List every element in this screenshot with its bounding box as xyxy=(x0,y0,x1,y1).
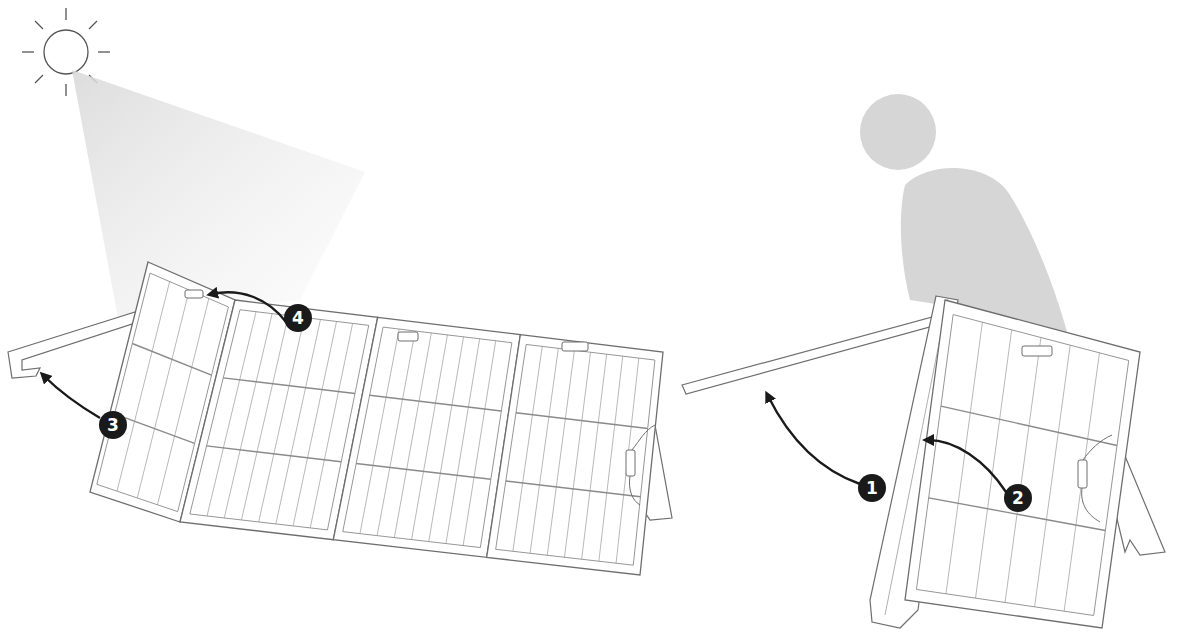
cell-row-gap xyxy=(132,343,211,375)
sun-disc xyxy=(44,30,88,74)
panel-outline xyxy=(905,300,1140,628)
junction-box xyxy=(562,342,588,351)
cell-row-gap xyxy=(506,481,641,497)
cell-area xyxy=(916,315,1128,616)
motion-arrows xyxy=(44,292,1006,492)
cell-line xyxy=(117,282,170,492)
cell-line xyxy=(377,331,415,536)
motion-arrow xyxy=(768,396,860,484)
cell-line xyxy=(293,321,336,525)
cell-line xyxy=(446,339,480,544)
light-beam xyxy=(72,70,365,318)
cell-line xyxy=(137,290,189,498)
junction-boxes xyxy=(185,290,1112,522)
cell-line xyxy=(360,329,399,534)
callout-number: 3 xyxy=(99,411,127,439)
sun-ray xyxy=(35,21,43,29)
sun-ray xyxy=(89,21,97,29)
kickstand xyxy=(8,312,138,378)
cell-row-gap xyxy=(223,378,355,394)
cable xyxy=(1082,435,1112,522)
motion-arrow xyxy=(212,292,286,322)
person-head xyxy=(860,94,936,170)
cell-line xyxy=(1064,353,1099,611)
cell-row-gap xyxy=(207,446,342,462)
motion-arrow xyxy=(44,376,100,418)
sun-ray xyxy=(65,84,66,96)
cell-line xyxy=(946,322,982,594)
cell-line xyxy=(599,356,623,561)
cable-box xyxy=(1078,460,1087,488)
cell-area xyxy=(496,344,655,565)
motion-arrow xyxy=(928,440,1006,492)
cell-line xyxy=(513,346,542,551)
junction-box xyxy=(1022,346,1052,356)
cell-area xyxy=(343,327,512,547)
callout-number: 2 xyxy=(1004,484,1032,512)
cable-box xyxy=(626,450,635,476)
junction-box xyxy=(398,332,418,341)
sun-ray xyxy=(98,51,110,52)
cell-line xyxy=(276,320,321,524)
cell-line xyxy=(1005,338,1041,603)
cell-line xyxy=(616,358,639,563)
callout-number: 1 xyxy=(858,474,886,502)
sun-ray xyxy=(35,75,43,83)
solar-panel xyxy=(905,300,1140,628)
callout-number: 4 xyxy=(284,304,312,332)
cell-line xyxy=(412,335,448,540)
cell-line xyxy=(463,341,496,546)
sun-ray xyxy=(22,51,34,52)
solar-panel xyxy=(487,335,663,575)
cell-row-gap xyxy=(941,406,1117,445)
cell-line xyxy=(394,333,431,538)
cell-line xyxy=(1035,345,1071,607)
cell-row-gap xyxy=(115,414,195,443)
cell-row-gap xyxy=(370,395,502,411)
cell-row-gap xyxy=(516,413,648,429)
cell-line xyxy=(429,337,464,542)
cell-line xyxy=(241,316,288,520)
cell-line xyxy=(530,348,558,553)
cable xyxy=(629,425,655,505)
panel-outline xyxy=(487,335,663,575)
solar-panels xyxy=(90,262,1140,628)
cell-line xyxy=(259,318,305,522)
cell-row-gap xyxy=(356,463,491,479)
cell-line xyxy=(547,350,574,555)
cell-line xyxy=(564,352,590,557)
sun-ray xyxy=(65,8,66,20)
junction-box xyxy=(185,290,203,298)
